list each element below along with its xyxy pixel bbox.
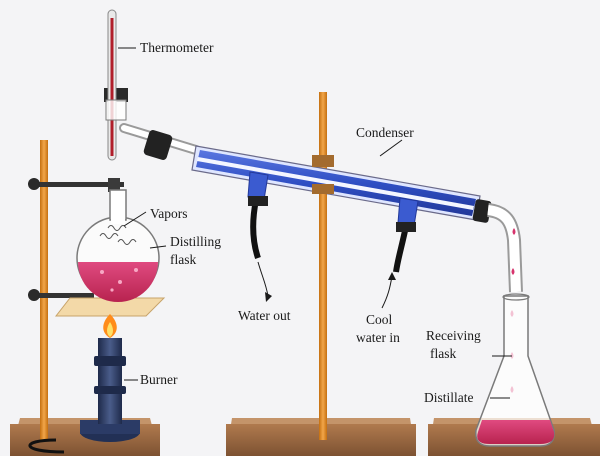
label-receiving-flask-line2: flask <box>430 346 456 361</box>
label-distillate: Distillate <box>424 390 474 405</box>
condenser <box>191 145 481 227</box>
condenser-clamp <box>312 155 334 194</box>
flame <box>103 314 117 338</box>
distilling-flask <box>76 189 160 302</box>
clamp-upper <box>28 178 124 192</box>
clamp-lower <box>28 289 94 301</box>
leader-distilling-flask <box>149 245 167 249</box>
stand-rod-middle <box>319 92 327 440</box>
label-condenser: Condenser <box>356 125 414 140</box>
label-distilling-flask-line2: flask <box>170 252 196 267</box>
bunsen-burner <box>28 338 140 454</box>
label-vapors: Vapors <box>150 206 188 221</box>
receiving-flask <box>475 293 555 447</box>
label-thermometer: Thermometer <box>140 40 214 55</box>
leader-condenser <box>379 139 403 157</box>
thermometer <box>104 9 128 161</box>
condenser-stopper-right <box>472 199 492 223</box>
label-cool-water-line2: water in <box>356 330 400 345</box>
arrow-cool-water-in <box>381 272 396 309</box>
label-cool-water-line1: Cool <box>366 312 393 327</box>
label-burner: Burner <box>140 372 178 387</box>
label-distilling-flask-line1: Distilling <box>170 234 221 249</box>
condenser-stopper-left <box>143 130 173 160</box>
leader-vapors <box>123 211 147 227</box>
label-water-out: Water out <box>238 308 291 323</box>
arrow-water-out <box>257 261 272 302</box>
label-receiving-flask-line1: Receiving <box>426 328 481 343</box>
stand-rod-left <box>40 140 48 440</box>
